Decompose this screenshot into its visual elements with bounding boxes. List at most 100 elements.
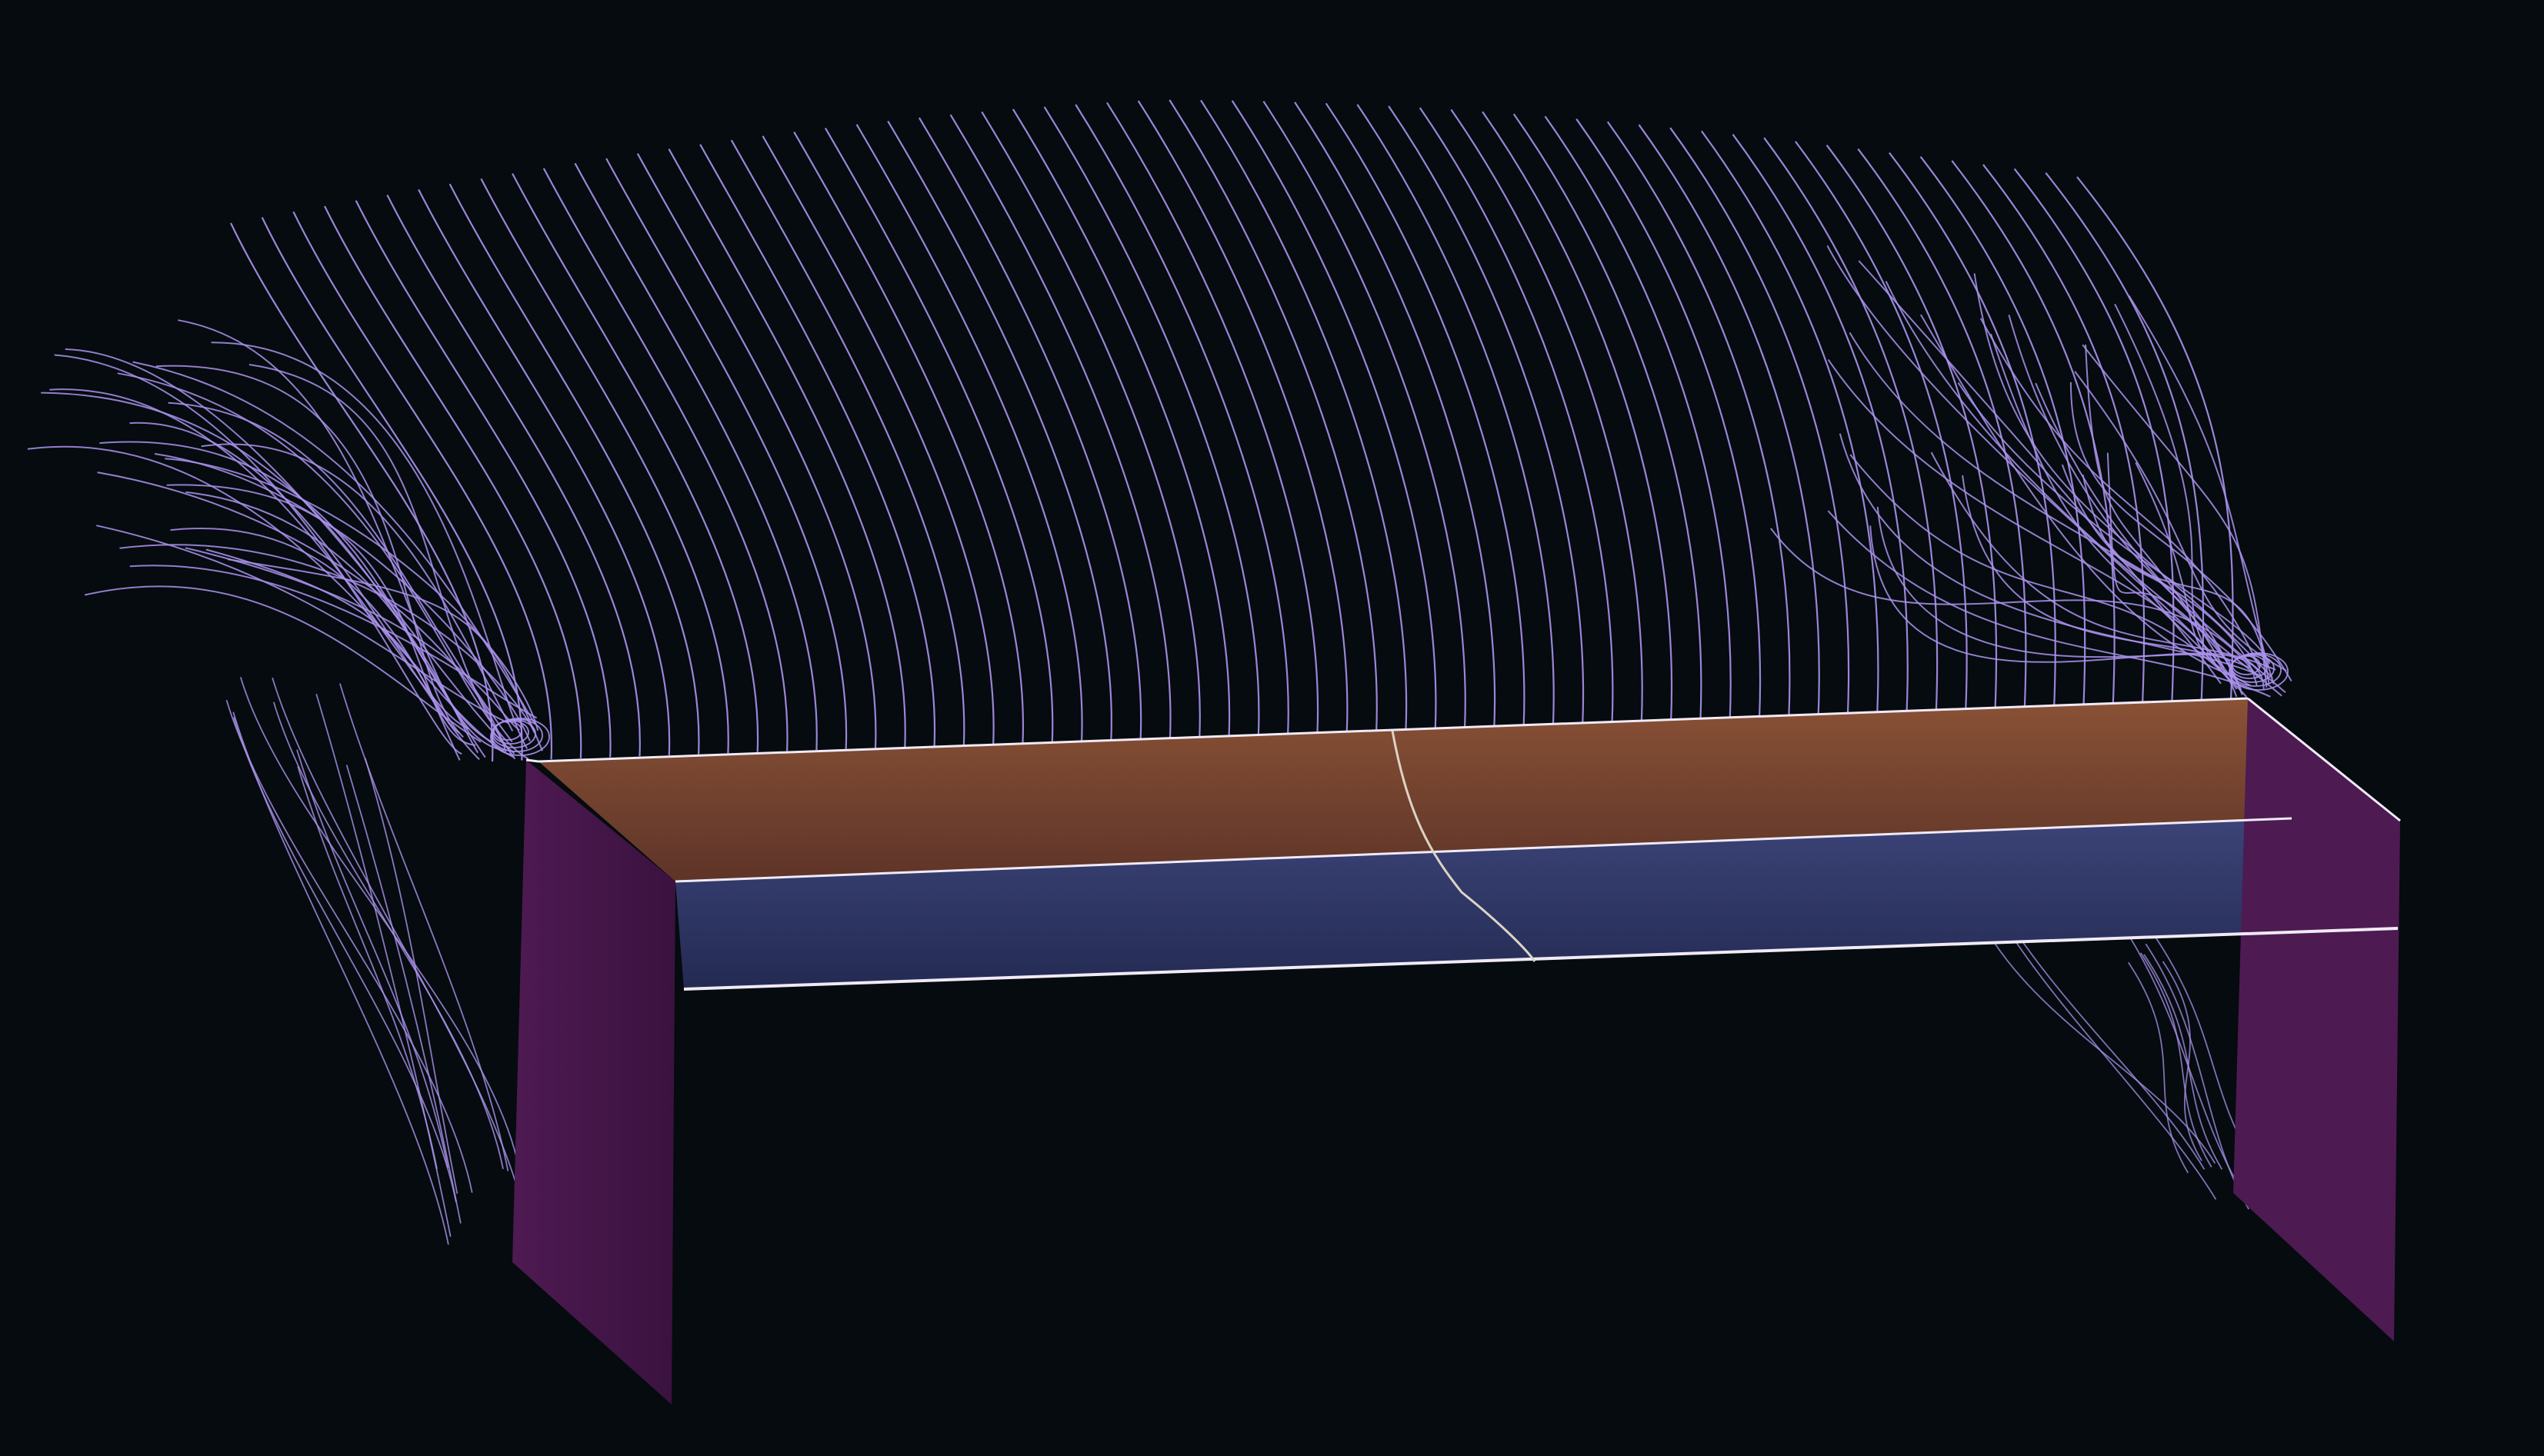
streamline-vortex-left (170, 528, 461, 735)
streamline (1419, 107, 1614, 722)
streamline-trailing-right (2120, 922, 2242, 1191)
streamline-vortex-right (1827, 510, 2271, 698)
streamline-vortex-left (168, 401, 513, 743)
streamline-trailing-right (1993, 941, 2216, 1164)
streamline (949, 114, 1172, 738)
streamline-vortex-left (185, 547, 520, 731)
streamlines (27, 99, 2292, 1245)
streamline-vortex-left (155, 365, 464, 738)
streamline (636, 153, 877, 748)
wing-edge-highlights (525, 697, 2401, 991)
streamline (512, 173, 759, 752)
streamline (1763, 137, 1939, 711)
streamline (1638, 124, 1820, 715)
streamline-vortex-right (1849, 454, 2247, 698)
streamline-vortex-left (205, 548, 461, 761)
streamline-vortex-left (132, 361, 536, 725)
streamline-trailing-left (364, 758, 458, 1194)
streamline (918, 117, 1142, 739)
streamline (1200, 99, 1408, 730)
streamline (1043, 106, 1260, 735)
streamline (1795, 141, 1968, 710)
streamline-vortex-left (95, 525, 509, 725)
streamline (448, 183, 700, 755)
streamline (1825, 145, 1998, 708)
left-endplate (512, 760, 675, 1404)
streamline-vortex-left (166, 484, 476, 746)
streamline-vortex-right (1839, 433, 2261, 676)
streamline-trailing-left (339, 683, 509, 1171)
streamline (324, 205, 582, 758)
streamline-vortex-right (1989, 333, 2238, 690)
streamline-vortex-left (165, 458, 539, 731)
streamline (542, 168, 789, 751)
streamline-vortex-left (117, 372, 529, 760)
streamline-vortex-right (2085, 345, 2226, 669)
streamline-trailing-left (297, 766, 438, 1169)
streamline-vortex-left (129, 565, 538, 719)
streamline-trailing-left (239, 677, 520, 1169)
streamline-vortex-right (2069, 381, 2292, 682)
streamline (230, 222, 494, 762)
streamline-vortex-right (1770, 528, 2259, 678)
edge-line (538, 697, 2249, 763)
streamline-vortex-right (1979, 318, 2261, 669)
edge-line (675, 817, 2292, 883)
streamline (1732, 134, 1909, 711)
streamline-vortex-left (154, 453, 531, 741)
streamline-trailing-right (2143, 954, 2223, 1170)
edge-line (2247, 697, 2401, 822)
streamline (824, 128, 1054, 742)
streamline-vortex-left (27, 446, 515, 758)
streamline (855, 124, 1083, 741)
streamline (1606, 121, 1791, 716)
streamline (1857, 148, 2027, 708)
streamline-vortex-right (2114, 303, 2221, 671)
streamline-vortex-right (2128, 295, 2275, 685)
streamline-trailing-right (2145, 943, 2250, 1210)
streamline-vortex-left (201, 443, 514, 731)
streamline (793, 132, 1025, 743)
streamline-trailing-left (345, 765, 462, 1224)
streamline (1919, 156, 2086, 705)
streamline (1356, 104, 1555, 725)
streamline (1482, 111, 1673, 720)
streamline (355, 200, 612, 758)
streamline-vortex-left (211, 342, 528, 749)
streamline-trailing-right (2127, 961, 2189, 1174)
streamline-vortex-left (65, 348, 515, 755)
center-seam-line (1391, 730, 1536, 962)
streamline-vortex-left (99, 441, 495, 744)
streamline-trailing-left (233, 717, 457, 1203)
streamline (730, 139, 965, 745)
streamline (668, 148, 906, 748)
streamline (887, 120, 1112, 740)
streamline-vortex-left (49, 388, 469, 730)
streamlines-front (490, 652, 2289, 756)
streamline-vortex-right (1869, 525, 2265, 690)
streamline (605, 158, 848, 749)
streamline (981, 111, 1201, 737)
streamline (1262, 101, 1466, 728)
streamline (762, 135, 995, 744)
streamline-vortex-left (54, 354, 462, 755)
streamline (1012, 108, 1231, 736)
edge-line (683, 927, 2399, 991)
streamline-vortex-left (185, 491, 479, 754)
streamline (1325, 102, 1525, 725)
streamline (1231, 100, 1437, 728)
streamline-trailing-left (272, 701, 504, 1169)
tip-vortex-right (2229, 652, 2289, 691)
streamline-vortex-right (1858, 260, 2222, 685)
streamline (574, 162, 818, 751)
streamline-vortex-right (2082, 474, 2243, 695)
streamline (418, 188, 671, 755)
streamline-vortex-left (119, 544, 535, 734)
streamline-vortex-right (2008, 315, 2286, 694)
streamline (1294, 102, 1496, 726)
streamline-vortex-left (41, 391, 486, 758)
streamline (1669, 127, 1850, 714)
streamline (1544, 115, 1732, 718)
streamline-vortex-right (2106, 452, 2230, 665)
